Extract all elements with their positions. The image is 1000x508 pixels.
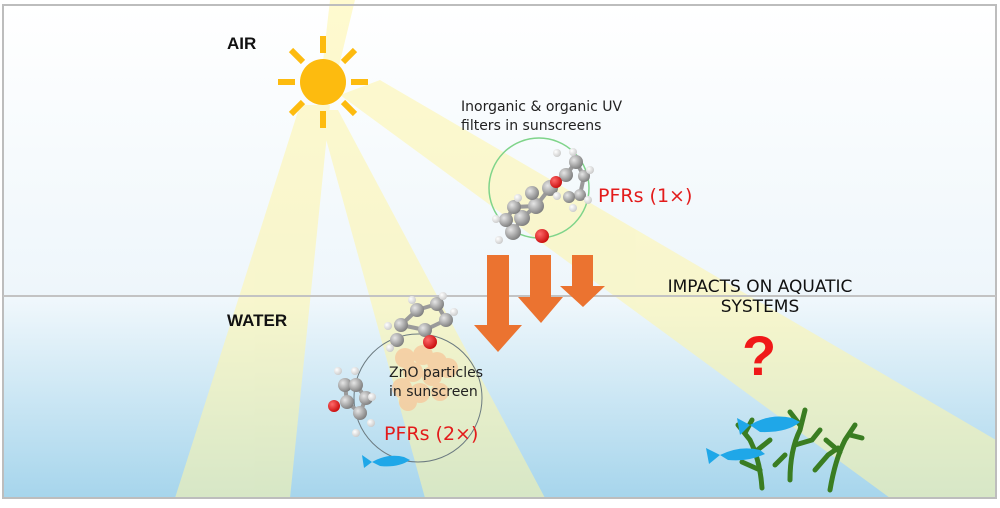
fish-icon: [706, 416, 800, 464]
molecule-icon: [328, 367, 376, 437]
impacts-heading: IMPACTS ON AQUATIC SYSTEMS: [660, 277, 860, 317]
diagram-frame: [2, 4, 997, 499]
particle-cluster-icon: [392, 345, 458, 411]
impacts-line1: IMPACTS ON AQUATIC: [667, 277, 853, 297]
sun-icon: [278, 36, 368, 128]
impacts-line2: SYSTEMS: [720, 297, 800, 317]
down-arrow-icon: [474, 255, 605, 352]
zno-caption-line2: in sunscreen: [389, 384, 478, 400]
uv-filters-caption: Inorganic & organic UV filters in sunscr…: [461, 98, 622, 136]
molecule-icon: [384, 292, 458, 352]
seaweed-icon: [735, 407, 865, 493]
uv-filters-caption-line2: filters in sunscreens: [461, 118, 602, 134]
molecule-icon: [492, 148, 594, 244]
pfr-air-label: PFRs (1×): [598, 185, 693, 207]
air-label: AIR: [227, 34, 257, 53]
pfr-water-label: PFRs (2×): [384, 423, 479, 445]
zno-caption: ZnO particles in sunscreen: [389, 364, 483, 402]
zno-circle: [353, 333, 483, 463]
fish-icon: [362, 455, 410, 468]
water-label: WATER: [227, 311, 288, 330]
uv-filters-caption-line1: Inorganic & organic UV: [461, 99, 623, 115]
zno-caption-line1: ZnO particles: [389, 365, 484, 381]
question-mark: ?: [742, 324, 777, 387]
